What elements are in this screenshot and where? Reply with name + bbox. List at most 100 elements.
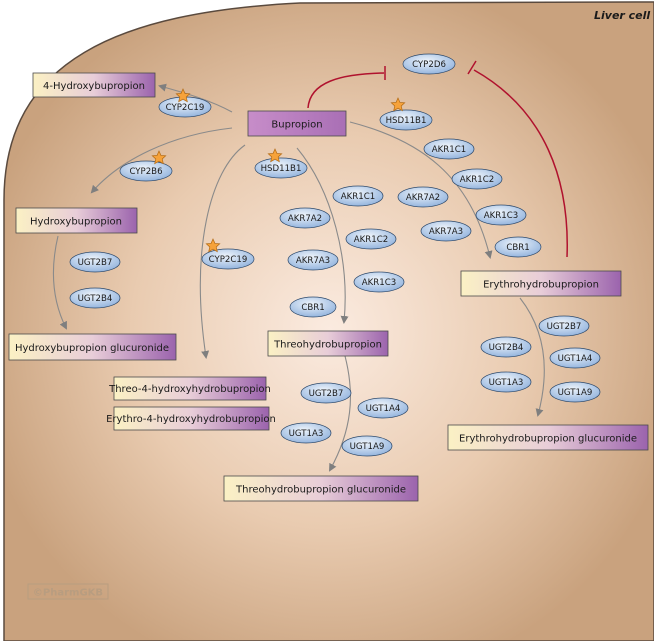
label-erythro-4-hydroxyhydrobupropion: Erythro-4-hydroxyhydrobupropion <box>106 414 276 425</box>
enzyme-threo-akr7a2: AKR7A2 <box>279 207 331 229</box>
svg-text:HSD11B1: HSD11B1 <box>261 164 302 174</box>
svg-text:UGT1A4: UGT1A4 <box>366 404 401 414</box>
enzyme-threo-akr7a3: AKR7A3 <box>287 249 339 271</box>
star-icon-hsd11b1-top <box>390 97 406 112</box>
label-erythrohydrobupropion: Erythrohydrobupropion <box>483 280 599 291</box>
enzyme-erythro-ugt1a3: UGT1A3 <box>480 371 532 393</box>
svg-text:AKR7A3: AKR7A3 <box>429 227 463 237</box>
enzyme-hsd11b1-mid: HSD11B1 <box>254 157 308 179</box>
label-hydroxybupropion: Hydroxybupropion <box>30 217 122 228</box>
pharmgkb-watermark: ©PharmGKB <box>27 583 109 600</box>
svg-text:CYP2C19: CYP2C19 <box>166 103 205 113</box>
inhibition-bar-erythro <box>467 60 477 75</box>
label-erythrohydrobupropion-glucuronide: Erythrohydrobupropion glucuronide <box>459 434 637 445</box>
svg-text:CYP2D6: CYP2D6 <box>412 60 446 70</box>
label-threo-4-hydroxyhydrobupropion: Threo-4-hydroxyhydrobupropion <box>108 384 271 395</box>
arrow-hydroxy-to-glucuronide <box>52 235 67 330</box>
enzyme-threo-akr1c1: AKR1C1 <box>332 185 384 207</box>
enzyme-hydroxy-ugt2b4: UGT2B4 <box>69 287 121 309</box>
inhibition-from-bupropion <box>307 72 385 109</box>
svg-text:UGT2B7: UGT2B7 <box>78 258 113 268</box>
enzyme-cyp2c19-mid: CYP2C19 <box>201 248 255 270</box>
enzyme-erythro-ugt1a9: UGT1A9 <box>549 381 601 403</box>
label-4-hydroxybupropion: 4-Hydroxybupropion <box>43 81 145 92</box>
arrow-to-hydroxybupropion <box>90 127 233 194</box>
box-erythrohydrobupropion: Erythrohydrobupropion <box>460 270 622 297</box>
svg-text:UGT1A9: UGT1A9 <box>558 388 593 398</box>
box-threohydrobupropion: Threohydrobupropion <box>267 330 389 357</box>
svg-text:UGT2B4: UGT2B4 <box>78 294 113 304</box>
svg-text:HSD11B1: HSD11B1 <box>386 116 427 126</box>
enzyme-hsd11b1-top: HSD11B1 <box>379 109 433 131</box>
enzyme-threo-ugt1a3: UGT1A3 <box>280 422 332 444</box>
svg-text:UGT2B7: UGT2B7 <box>547 322 582 332</box>
svg-text:AKR1C1: AKR1C1 <box>341 192 375 202</box>
label-hydroxybupropion-glucuronide: Hydroxybupropion glucuronide <box>15 343 169 354</box>
enzyme-erythro-akr7a3: AKR7A3 <box>420 220 472 242</box>
box-threo-4-hydroxyhydrobupropion: Threo-4-hydroxyhydrobupropion <box>108 376 271 401</box>
reaction-arrows <box>52 83 545 472</box>
box-bupropion: Bupropion <box>247 110 347 137</box>
liver-cell-membrane <box>3 1 654 641</box>
enzyme-hydroxy-ugt2b7: UGT2B7 <box>69 251 121 273</box>
star-icon-cyp2c19-top <box>175 88 191 103</box>
arrow-to-threohydrobupropion <box>296 147 349 324</box>
svg-text:UGT1A3: UGT1A3 <box>489 378 524 388</box>
enzyme-cyp2c19-top: CYP2C19 <box>158 96 212 118</box>
svg-text:AKR7A3: AKR7A3 <box>296 256 330 266</box>
svg-text:AKR7A2: AKR7A2 <box>406 193 440 203</box>
metabolite-boxes: Bupropion 4-Hydroxybupropion Hydroxybupr… <box>8 72 649 502</box>
svg-text:CYP2C19: CYP2C19 <box>209 255 248 265</box>
star-icon-hsd11b1-mid <box>267 148 283 163</box>
enzyme-erythro-ugt1a4: UGT1A4 <box>549 347 601 369</box>
arrow-to-threo-4-hydroxy <box>199 144 246 359</box>
enzyme-threo-ugt1a9: UGT1A9 <box>341 435 393 457</box>
box-threohydrobupropion-glucuronide: Threohydrobupropion glucuronide <box>223 475 419 502</box>
svg-text:AKR1C3: AKR1C3 <box>362 278 396 288</box>
enzyme-erythro-akr1c2: AKR1C2 <box>451 168 503 190</box>
svg-text:AKR1C1: AKR1C1 <box>432 145 466 155</box>
enzyme-erythro-cbr1: CBR1 <box>494 236 542 258</box>
cyp2d6-inhibition <box>307 60 568 258</box>
star-icon-cyp2b6 <box>151 150 167 165</box>
svg-text:AKR1C3: AKR1C3 <box>484 211 518 221</box>
svg-text:UGT1A9: UGT1A9 <box>350 442 385 452</box>
enzymes: CYP2D6 CYP2C19 HSD11B1 CYP2B6 HSD11B1 CY… <box>69 53 601 457</box>
inhibition-from-erythrohydrobupropion <box>473 69 568 258</box>
variant-stars <box>151 88 406 253</box>
box-hydroxybupropion-glucuronide: Hydroxybupropion glucuronide <box>8 333 177 361</box>
label-threohydrobupropion: Threohydrobupropion <box>273 340 382 351</box>
svg-text:CBR1: CBR1 <box>301 303 324 313</box>
svg-text:UGT2B7: UGT2B7 <box>309 389 344 399</box>
enzyme-threo-cbr1: CBR1 <box>289 296 337 318</box>
enzyme-threo-ugt2b7: UGT2B7 <box>300 382 352 404</box>
enzyme-threo-ugt1a4: UGT1A4 <box>357 397 409 419</box>
cell-label: Liver cell <box>594 9 650 22</box>
svg-text:CBR1: CBR1 <box>506 243 529 253</box>
box-4-hydroxybupropion: 4-Hydroxybupropion <box>32 72 156 98</box>
enzyme-threo-akr1c2: AKR1C2 <box>345 228 397 250</box>
enzyme-threo-akr1c3: AKR1C3 <box>353 271 405 293</box>
enzyme-erythro-ugt2b7: UGT2B7 <box>538 315 590 337</box>
arrow-threo-to-glucuronide <box>329 355 351 472</box>
enzyme-erythro-akr1c1: AKR1C1 <box>423 138 475 160</box>
label-bupropion: Bupropion <box>271 120 322 131</box>
svg-text:AKR1C2: AKR1C2 <box>460 175 494 185</box>
svg-text:UGT2B4: UGT2B4 <box>489 343 524 353</box>
enzyme-erythro-akr7a2: AKR7A2 <box>397 186 449 208</box>
star-icon-cyp2c19-mid <box>205 238 221 253</box>
label-threohydrobupropion-glucuronide: Threohydrobupropion glucuronide <box>235 485 406 496</box>
svg-text:UGT1A4: UGT1A4 <box>558 354 593 364</box>
enzyme-cyp2b6: CYP2B6 <box>119 160 173 182</box>
enzyme-erythro-ugt2b4: UGT2B4 <box>480 336 532 358</box>
enzyme-erythro-akr1c3: AKR1C3 <box>475 204 527 226</box>
box-erythro-4-hydroxyhydrobupropion: Erythro-4-hydroxyhydrobupropion <box>106 406 276 431</box>
svg-text:UGT1A3: UGT1A3 <box>289 429 324 439</box>
box-hydroxybupropion: Hydroxybupropion <box>15 207 138 234</box>
svg-text:AKR7A2: AKR7A2 <box>288 214 322 224</box>
arrow-erythro-to-glucuronide <box>519 297 545 417</box>
arrow-to-4-hydroxybupropion <box>158 83 233 113</box>
svg-text:©PharmGKB: ©PharmGKB <box>33 588 103 599</box>
arrow-to-erythrohydrobupropion <box>349 121 493 259</box>
